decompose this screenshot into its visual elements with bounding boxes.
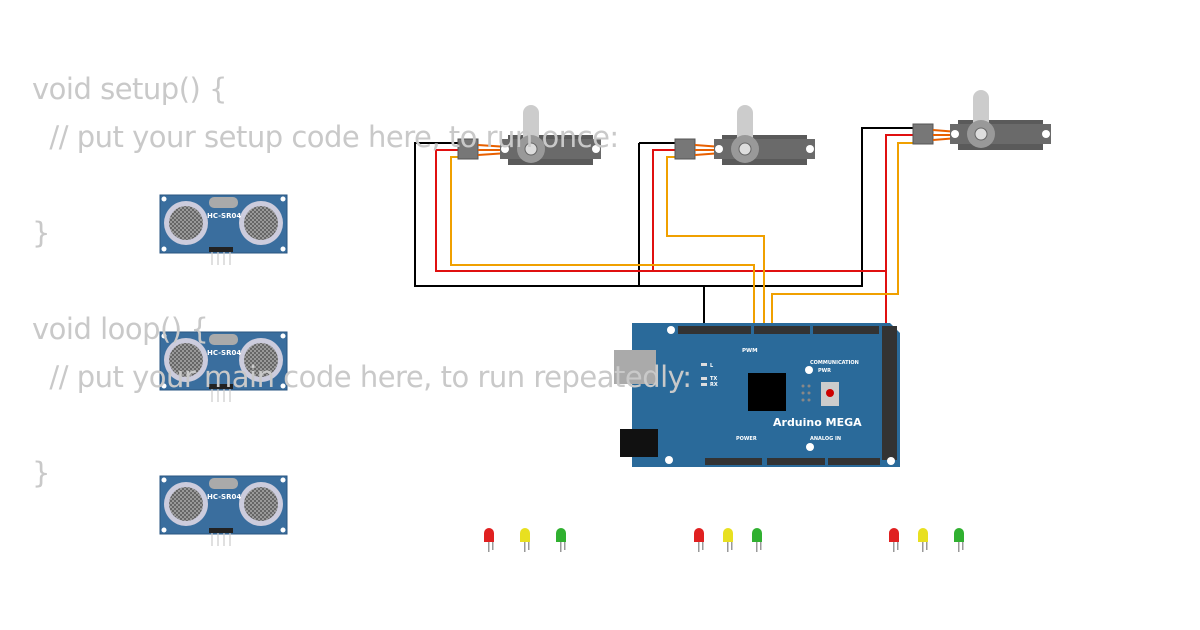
- led-red[interactable]: [484, 528, 494, 552]
- l-led-label: L: [710, 363, 714, 369]
- rx-label: RX: [710, 382, 718, 388]
- wire-servo1-vcc[interactable]: [435, 149, 887, 330]
- wires: [414, 127, 915, 330]
- wire-servo1-gnd[interactable]: [414, 127, 915, 287]
- power-label: POWER: [736, 436, 757, 442]
- led-green[interactable]: [752, 528, 762, 552]
- led-yellow[interactable]: [918, 528, 928, 552]
- analog-in-label: ANALOG IN: [810, 436, 841, 442]
- servo-motor-2[interactable]: [674, 104, 816, 166]
- led-group-3: [889, 528, 964, 552]
- led-yellow[interactable]: [723, 528, 733, 552]
- sensor-label: HC-SR04: [207, 212, 241, 220]
- tx-label: TX: [710, 376, 717, 382]
- led-group-2: [694, 528, 762, 552]
- wire-gnd-board[interactable]: [638, 143, 705, 330]
- pwr-label: PWR: [818, 368, 831, 374]
- arduino-mega-board[interactable]: L TX RX PWR PWM COMMUNICATION POWER ANAL…: [614, 323, 900, 467]
- wire-servo1-signal[interactable]: [450, 156, 755, 330]
- ultrasonic-sensor-2[interactable]: HC-SR04: [159, 331, 288, 403]
- wire-servo2-vcc[interactable]: [652, 149, 677, 271]
- mcu-chip: [748, 373, 786, 411]
- servo-motor-3[interactable]: [912, 89, 1052, 151]
- led-red[interactable]: [889, 528, 899, 552]
- wire-servo2-signal[interactable]: [666, 156, 765, 330]
- communication-label: COMMUNICATION: [810, 360, 859, 366]
- led-yellow[interactable]: [520, 528, 530, 552]
- pwm-label: PWM: [742, 348, 758, 354]
- sensor-label: HC-SR04: [207, 493, 241, 501]
- servo-motor-1[interactable]: [457, 104, 602, 166]
- led-green[interactable]: [954, 528, 964, 552]
- ultrasonic-sensor-3[interactable]: HC-SR04: [159, 475, 288, 547]
- ultrasonic-sensor-1[interactable]: HC-SR04: [159, 194, 288, 266]
- board-name: Arduino MEGA: [773, 416, 862, 429]
- led-green[interactable]: [556, 528, 566, 552]
- wire-servo3-signal[interactable]: [771, 142, 915, 330]
- sensor-label: HC-SR04: [207, 349, 241, 357]
- led-group-1: [484, 528, 566, 552]
- wire-servo3-vcc[interactable]: [885, 134, 915, 271]
- led-red[interactable]: [694, 528, 704, 552]
